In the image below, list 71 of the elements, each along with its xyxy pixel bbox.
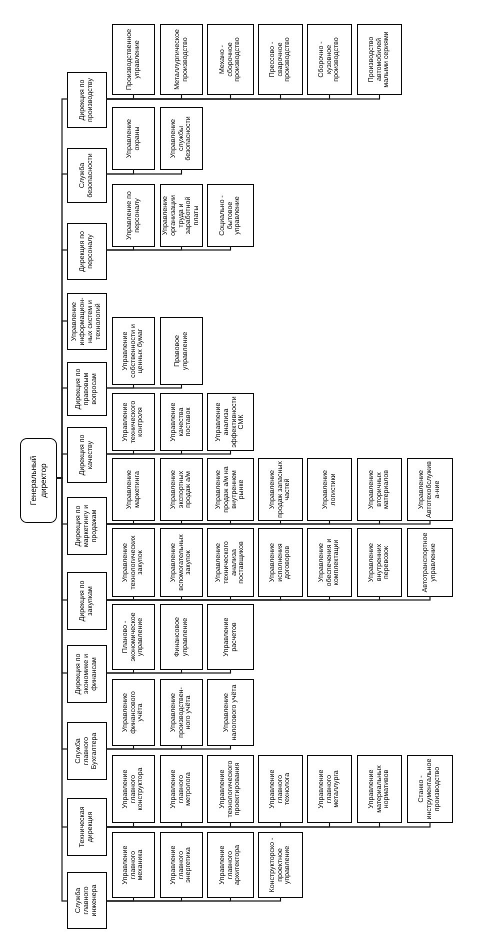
- department-box: [112, 755, 155, 823]
- department-box: [160, 317, 203, 385]
- department-box: [258, 458, 303, 521]
- connector-line: [107, 898, 282, 902]
- department-box: [112, 679, 155, 746]
- department-box: [160, 528, 203, 597]
- department-box: [160, 393, 203, 451]
- department-box: [258, 24, 303, 95]
- department-box: [207, 679, 254, 746]
- directorate-box: [67, 572, 107, 630]
- department-box: [112, 604, 155, 670]
- department-box: [160, 107, 203, 170]
- department-box: [112, 393, 155, 451]
- department-box: [307, 24, 352, 95]
- department-box: [160, 604, 203, 670]
- directorate-box: [67, 872, 107, 929]
- department-box: [357, 24, 402, 95]
- department-box: [160, 755, 203, 823]
- department-box: [112, 24, 155, 95]
- connector-line: [107, 670, 232, 674]
- department-box: [207, 755, 254, 823]
- department-box: [207, 393, 254, 451]
- department-box: [112, 317, 155, 385]
- unit-label: Генеральный директор: [29, 454, 48, 508]
- department-box: [357, 458, 402, 521]
- department-box: [207, 184, 254, 247]
- department-box: [160, 184, 203, 247]
- connector-line: [107, 520, 431, 525]
- directorate-box: [67, 798, 107, 856]
- department-box: [258, 755, 303, 823]
- directorate-box: [67, 72, 107, 128]
- department-box: [112, 107, 155, 170]
- connector-line: [107, 596, 431, 601]
- department-box: [160, 679, 203, 746]
- connector-line: [107, 385, 182, 389]
- department-box: [207, 458, 254, 521]
- directorate-box: [67, 148, 107, 203]
- director-box: [20, 438, 57, 523]
- department-box: [207, 24, 254, 95]
- department-box: [207, 528, 254, 597]
- department-box: [112, 528, 155, 597]
- department-box: [407, 458, 453, 521]
- connector-line: [107, 247, 232, 251]
- connector-line: [107, 746, 232, 750]
- department-box: [307, 755, 352, 823]
- connector-line: [107, 823, 431, 828]
- department-box: [112, 458, 155, 521]
- directorate-box: [67, 362, 107, 416]
- department-box: [207, 604, 254, 670]
- connector-line: [107, 95, 380, 100]
- directorate-box: [67, 645, 107, 703]
- department-box: [307, 528, 352, 597]
- department-box: [407, 528, 453, 597]
- directorate-box: [67, 427, 107, 483]
- department-box: [407, 755, 453, 823]
- department-box: [160, 458, 203, 521]
- department-box: [160, 832, 203, 898]
- department-box: [258, 832, 303, 898]
- department-box: [160, 24, 203, 95]
- department-box: [112, 184, 155, 247]
- department-box: [112, 832, 155, 898]
- connector-line: [107, 451, 232, 455]
- directorate-box: [67, 223, 107, 280]
- department-box: [357, 755, 402, 823]
- directorate-box: [67, 722, 107, 780]
- department-box: [307, 458, 352, 521]
- directorate-box: [67, 497, 107, 555]
- department-box: [357, 528, 402, 597]
- department-box: [207, 832, 254, 898]
- department-box: [258, 528, 303, 597]
- connector-line: [107, 170, 182, 175]
